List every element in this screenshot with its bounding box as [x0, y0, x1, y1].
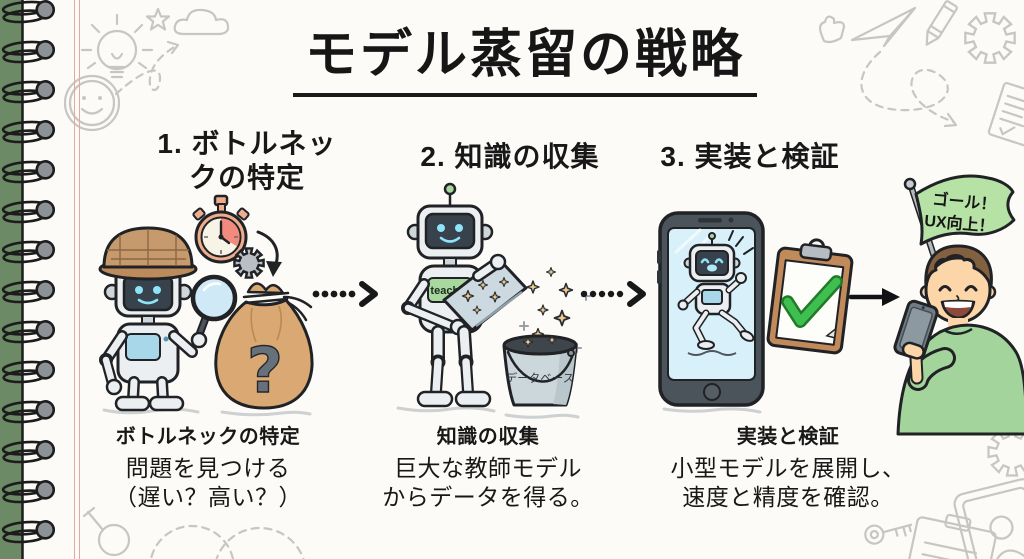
ground-shadows: [102, 406, 762, 419]
bucket-label: データベース: [506, 371, 574, 385]
stopwatch-icon: [192, 194, 250, 264]
step1-heading: 1. ボトルネッ クの特定: [112, 127, 382, 195]
hair: [924, 244, 993, 288]
money-bag-icon: ?: [214, 282, 314, 410]
paper-plane-icon: [850, 6, 917, 48]
step1-caption-line2: （遅い？高い？）: [114, 483, 302, 510]
checklist-icon: [987, 82, 1024, 147]
curved-arrow: [256, 230, 282, 277]
pencil-icon: [925, 0, 958, 46]
step1-caption-title: ボトルネックの特定: [115, 426, 301, 448]
key-icon: [864, 523, 913, 545]
magnifier-icon: [82, 506, 131, 557]
goal-flag: ゴール！ UX向上！: [903, 174, 1016, 300]
teacher-robot: teacher: [401, 182, 528, 408]
step3-heading: 3. 実装と検証: [640, 140, 860, 174]
clipboard-check-icon: [766, 238, 854, 355]
smiley-icon: [63, 74, 121, 132]
step1-illustration: ?: [98, 194, 314, 412]
cloud-icon: [173, 8, 230, 36]
step2-caption: 知識の収集 巨大な教師モデル からデータを得る。: [358, 420, 618, 512]
step3-caption-line2: 速度と精度を確認。: [682, 483, 894, 510]
dashed-loop-arrow-icon: [860, 50, 958, 128]
title-wrap: モデル蒸留の戦略: [292, 26, 758, 97]
clipboard-icon: [903, 513, 997, 559]
lightbulb-icon: [80, 13, 154, 79]
step3-caption-line1: 小型モデルを展開し、: [670, 455, 906, 481]
star-icon: [145, 7, 171, 31]
solid-arrow: [848, 288, 900, 306]
dotted-arrow-2: [580, 281, 646, 307]
step2-heading-line1: 2. 知識の収集: [420, 141, 600, 172]
happy-user: [893, 244, 1024, 436]
step2-heading: 2. 知識の収集: [390, 140, 630, 174]
step2-caption-title: 知識の収集: [436, 426, 540, 448]
tablet-icon: [953, 478, 1024, 559]
step3-illustration: [657, 211, 854, 407]
step3-caption: 実装と検証 小型モデルを展開し、 速度と精度を確認。: [638, 420, 938, 512]
step1-caption-line1: 問題を見つける: [125, 455, 291, 481]
detective-robot: [98, 226, 238, 412]
dotted-arrow-1: [312, 281, 378, 307]
step2-illustration: teacher: [401, 182, 591, 408]
margin-line: [74, 0, 80, 559]
step1-heading-line1: 1. ボトルネッ: [157, 128, 337, 159]
step3-heading-line1: 3. 実装と検証: [660, 141, 840, 172]
dashed-arrow-icon: [114, 40, 180, 96]
database-bucket-icon: データベース: [502, 334, 578, 407]
step3-caption-title: 実装と検証: [736, 426, 840, 448]
step2-caption-line1: 巨大な教師モデル: [394, 455, 582, 481]
thumbs-up-icon: [818, 15, 846, 44]
dashed-circles-icon: [149, 524, 305, 559]
bag-question-mark: ?: [247, 334, 283, 407]
step1-caption: ボトルネックの特定 問題を見つける （遅い？高い？）: [68, 420, 348, 512]
detective-hat-icon: [98, 226, 198, 281]
step2-caption-line2: からデータを得る。: [382, 483, 594, 510]
running-robot: [677, 230, 755, 356]
step1-heading-line2: クの特定: [188, 162, 305, 194]
page-title: モデル蒸留の戦略: [292, 26, 758, 97]
